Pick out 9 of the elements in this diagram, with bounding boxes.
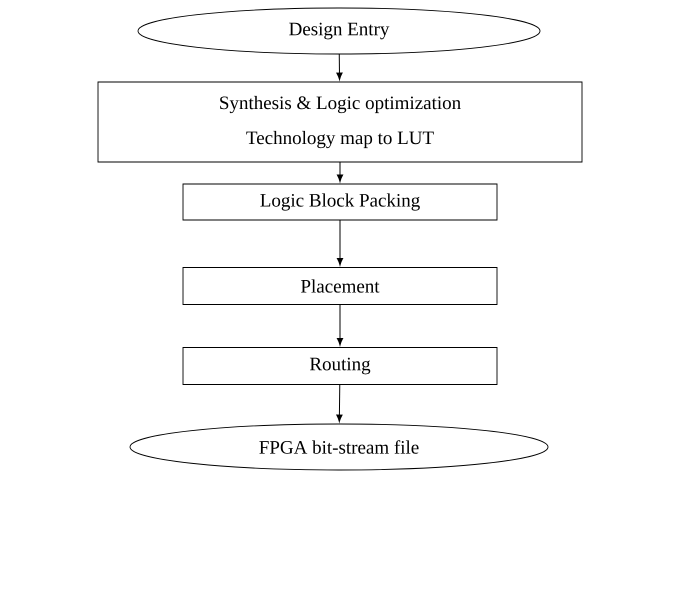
arrow [336,304,344,346]
process-box: Synthesis & Logic optimization Technology map to LUT [98,82,582,162]
process-box: Routing [182,347,498,385]
arrow [336,384,342,422]
arrow [336,220,344,266]
process-box: Placement [182,267,498,305]
arrow [336,54,343,80]
arrow [336,162,344,182]
process-box: Logic Block Packing [182,184,498,220]
